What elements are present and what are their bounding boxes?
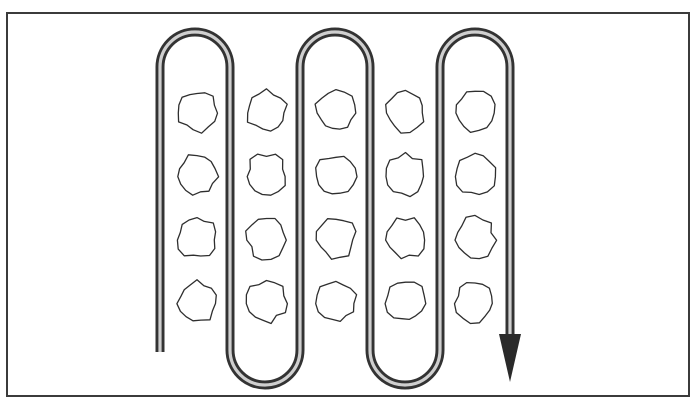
item-r2-c3 [316,156,357,193]
item-r3-c1 [177,218,215,256]
item-r2-c4 [386,153,424,197]
diagram-frame [7,13,689,396]
item-r2-c2 [247,154,285,195]
